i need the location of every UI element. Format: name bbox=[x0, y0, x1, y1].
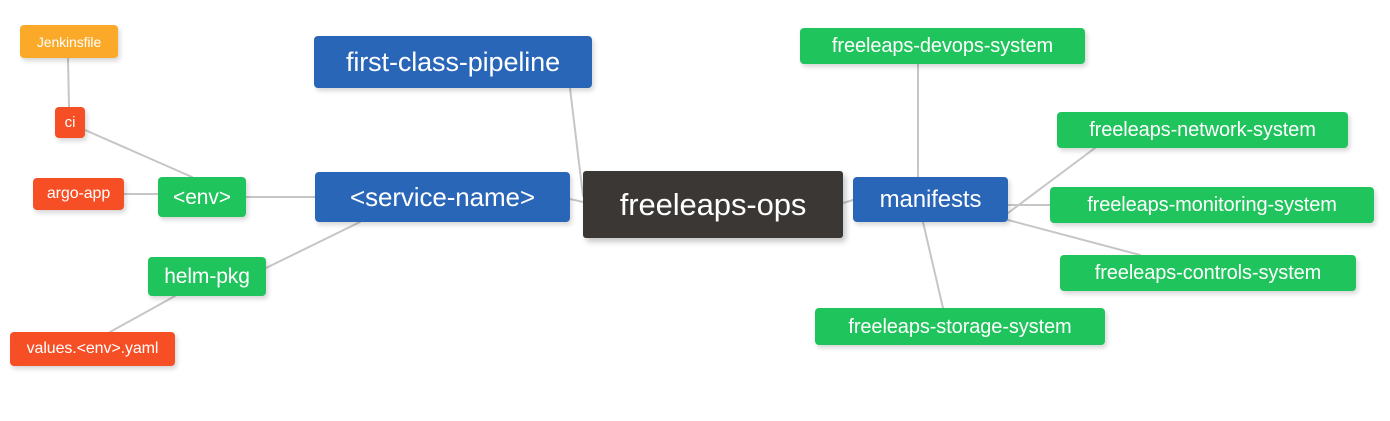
edge-freeleaps-ops-to-manifests bbox=[842, 199, 854, 204]
mindmap-node-label: freeleaps-controls-system bbox=[1094, 262, 1322, 284]
mindmap-node-helm-pkg[interactable]: helm-pkg bbox=[148, 257, 266, 296]
mindmap-node-label: values.<env>.yaml bbox=[26, 340, 159, 357]
mindmap-node-label: freeleaps-storage-system bbox=[848, 315, 1072, 338]
mindmap-node-values-env-yaml[interactable]: values.<env>.yaml bbox=[10, 332, 175, 366]
mindmap-node-env[interactable]: <env> bbox=[158, 177, 246, 217]
mindmap-node-first-class-pipeline[interactable]: first-class-pipeline bbox=[314, 36, 592, 88]
mindmap-node-label: freeleaps-network-system bbox=[1089, 119, 1316, 141]
edge-ci-to-jenkinsfile bbox=[67, 57, 70, 108]
mindmap-node-freeleaps-storage-system[interactable]: freeleaps-storage-system bbox=[815, 308, 1105, 345]
mindmap-node-label: manifests bbox=[879, 185, 982, 213]
mindmap-node-label: freeleaps-monitoring-system bbox=[1087, 194, 1337, 216]
edge-helm-pkg-to-values-env-yaml bbox=[109, 295, 176, 333]
edge-env-to-ci bbox=[84, 129, 193, 178]
edge-freeleaps-ops-to-first-class-pipeline bbox=[569, 87, 584, 197]
mindmap-node-freeleaps-controls-system[interactable]: freeleaps-controls-system bbox=[1060, 255, 1356, 291]
mindmap-node-label: freeleaps-devops-system bbox=[831, 35, 1054, 57]
mindmap-node-freeleaps-ops[interactable]: freeleaps-ops bbox=[583, 171, 843, 238]
mindmap-node-label: freeleaps-ops bbox=[619, 187, 807, 222]
edge-service-name-to-helm-pkg bbox=[265, 221, 361, 269]
mindmap-node-freeleaps-devops-system[interactable]: freeleaps-devops-system bbox=[800, 28, 1085, 64]
mindmap-node-manifests[interactable]: manifests bbox=[853, 177, 1008, 222]
mindmap-node-label: first-class-pipeline bbox=[345, 46, 561, 77]
mindmap-node-argo-app[interactable]: argo-app bbox=[33, 178, 124, 210]
mindmap-node-label: ci bbox=[64, 114, 76, 131]
mindmap-node-label: helm-pkg bbox=[164, 265, 250, 288]
mindmap-node-label: <env> bbox=[173, 185, 231, 209]
mindmap-node-freeleaps-network-system[interactable]: freeleaps-network-system bbox=[1057, 112, 1348, 148]
mindmap-node-label: <service-name> bbox=[349, 182, 536, 212]
mindmap-node-label: argo-app bbox=[46, 185, 111, 202]
edge-manifests-to-freeleaps-controls-system bbox=[1007, 219, 1141, 256]
edge-manifests-to-freeleaps-storage-system bbox=[922, 221, 944, 309]
edge-freeleaps-ops-to-service-name bbox=[569, 198, 584, 203]
mindmap-node-ci[interactable]: ci bbox=[55, 107, 85, 138]
mindmap-node-label: Jenkinsfile bbox=[36, 33, 102, 50]
mindmap-node-jenkinsfile[interactable]: Jenkinsfile bbox=[20, 25, 118, 58]
mindmap-node-freeleaps-monitoring-system[interactable]: freeleaps-monitoring-system bbox=[1050, 187, 1374, 223]
mindmap-node-service-name[interactable]: <service-name> bbox=[315, 172, 570, 222]
